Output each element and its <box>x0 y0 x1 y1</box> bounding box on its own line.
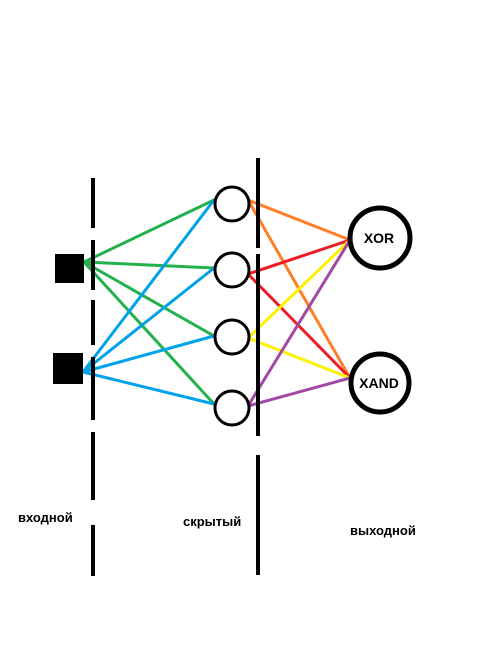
connection-h1-xor <box>246 198 352 242</box>
xand-label: XAND <box>359 375 399 391</box>
input-node-1 <box>55 254 84 283</box>
connection-in2-h4 <box>81 370 216 406</box>
output-nodes: XOR XAND <box>347 205 413 415</box>
input-layer-label: входной <box>18 510 73 525</box>
connection-in2-h1 <box>81 198 216 374</box>
connections <box>81 198 352 408</box>
hidden-node-3 <box>213 318 251 356</box>
xor-label: XOR <box>364 230 394 246</box>
input-node-2 <box>53 353 83 384</box>
output-node-xand: XAND <box>348 351 412 415</box>
hidden-node-1 <box>213 185 251 223</box>
hidden-layer-label: скрытый <box>183 514 241 529</box>
connection-h4-xor <box>246 238 352 408</box>
layer-labels: входной скрытый выходной <box>18 510 416 538</box>
hidden-nodes <box>213 185 251 427</box>
connection-h2-xor <box>246 238 352 276</box>
hidden-node-2 <box>213 251 251 289</box>
connection-h3-xand <box>246 336 352 380</box>
output-node-xor: XOR <box>347 205 413 271</box>
connection-in1-h3 <box>82 260 216 338</box>
connection-in2-h2 <box>81 266 216 374</box>
output-layer-label: выходной <box>350 523 416 538</box>
hidden-node-4 <box>213 389 251 427</box>
layer-dividers <box>91 158 260 576</box>
connection-in1-h4 <box>82 260 216 406</box>
connection-h2-xand <box>246 272 352 380</box>
connection-h4-xand <box>246 376 352 408</box>
connection-in1-h2 <box>82 260 216 270</box>
connection-in1-h1 <box>82 198 216 264</box>
connection-in2-h3 <box>81 334 216 374</box>
input-nodes <box>53 254 84 384</box>
connection-h3-xor <box>246 238 352 340</box>
